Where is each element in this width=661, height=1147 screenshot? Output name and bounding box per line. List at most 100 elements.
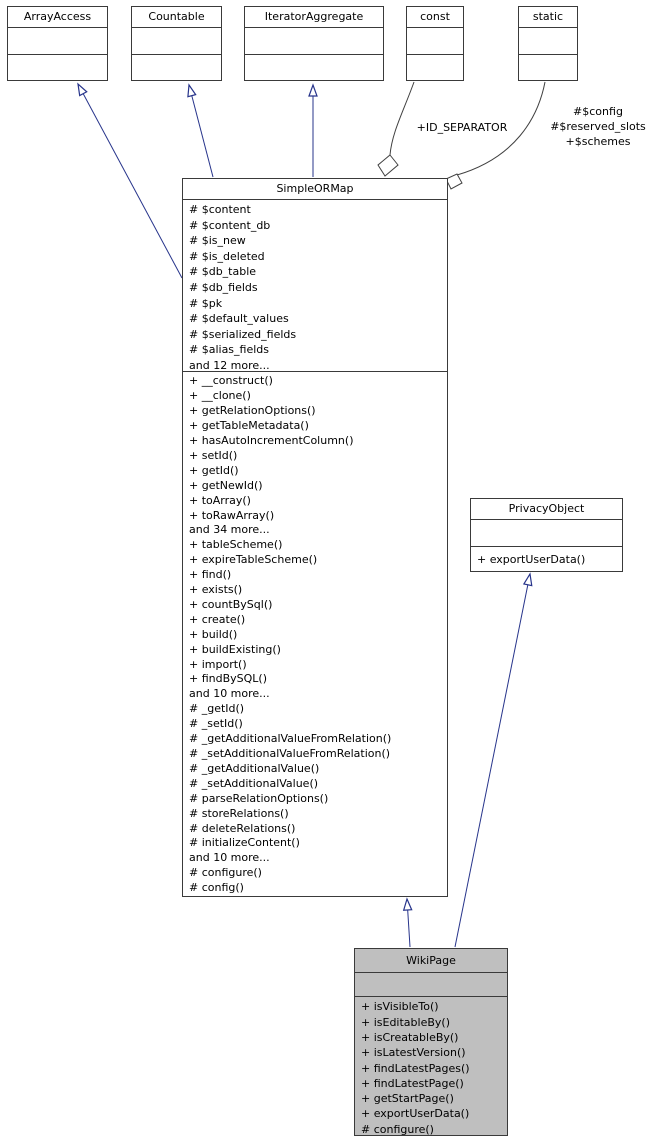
method-line: # configure() (361, 1122, 434, 1135)
method-line: # _setAdditionalValue() (189, 776, 319, 790)
attributes-compartment: # $content # $content_db # $is_new# $is_de… (183, 200, 447, 373)
attributes-compartment-empty (471, 520, 622, 547)
class-node-privacyobject[interactable]: PrivacyObject + exportUserData() (470, 498, 623, 572)
method-line: + findLatestPage() (361, 1076, 464, 1090)
inheritance-edge-simpleormap-arrayaccess (77, 82, 183, 279)
method-line: + findLatestPages() (361, 1061, 470, 1075)
class-node-const: const (406, 6, 464, 81)
method-line: + __construct() (189, 374, 273, 388)
method-line: # _getAdditionalValue() (189, 761, 320, 775)
method-line: and 10 more... (189, 851, 270, 865)
class-title-countable: Countable (132, 7, 221, 28)
attribute-line: # $pk (189, 296, 223, 310)
method-line: + hasAutoIncrementColumn() (189, 433, 354, 447)
class-title-const: const (407, 7, 463, 28)
class-title-simpleormap: SimpleORMap (183, 179, 447, 200)
method-line: + import() (189, 657, 247, 671)
method-line: + getTableMetadata() (189, 419, 309, 433)
method-line: # _setAdditionalValueFromRelation() (189, 747, 391, 760)
class-node-static: static (518, 6, 578, 81)
method-line: + toArray() (189, 493, 251, 507)
attribute-line: # $db_fields (189, 280, 258, 294)
methods-compartment-empty (8, 55, 107, 80)
method-line: + expireTableScheme() (189, 553, 318, 567)
methods-compartment: + isVisibleTo()+ isEditableBy()+ isCreat… (355, 997, 507, 1135)
methods-compartment: + __construct()+ __clone()+ getRelationO… (183, 372, 447, 896)
method-line: # _getId() (189, 702, 245, 716)
method-line: + countBySql() (189, 597, 273, 611)
method-line: + build() (189, 627, 238, 641)
edge-label-line: #$config (573, 105, 623, 118)
attributes-compartment-empty (245, 28, 383, 56)
method-line: and 10 more... (189, 687, 270, 701)
class-title-arrayaccess: ArrayAccess (8, 7, 107, 28)
edge-label-line: +$schemes (565, 135, 631, 148)
attribute-line: # $alias_fields (189, 343, 270, 357)
attributes-compartment-empty (132, 28, 221, 56)
class-node-arrayaccess[interactable]: ArrayAccess (7, 6, 108, 81)
class-title-wikipage: WikiPage (355, 949, 507, 973)
edge-label-static-members: #$config #$reserved_slots +$schemes (538, 104, 658, 149)
attribute-line: and 12 more... (189, 358, 270, 372)
class-node-countable[interactable]: Countable (131, 6, 222, 81)
usage-edge-const-simpleormap (389, 81, 415, 156)
class-node-simpleormap[interactable]: SimpleORMap # $content # $content_db # $is… (182, 178, 448, 897)
method-line: + findBySQL() (189, 672, 268, 686)
edge-label-line: #$reserved_slots (550, 120, 646, 133)
method-line: and 34 more... (189, 523, 270, 537)
method-line: + create() (189, 612, 246, 626)
edge-label-id-separator: +ID_SEPARATOR (416, 121, 508, 134)
methods-compartment-empty (132, 55, 221, 80)
attribute-line: # $content_db (189, 218, 271, 232)
methods-compartment: + exportUserData() (471, 547, 622, 571)
inheritance-edge-simpleormap-countable (187, 83, 214, 178)
method-line: # configure() (189, 866, 262, 880)
class-title-static: static (519, 7, 577, 28)
attributes-compartment-empty (519, 28, 577, 56)
attribute-line: # $is_new (189, 234, 246, 248)
attributes-compartment-empty (407, 28, 463, 56)
method-line: + getId() (189, 463, 239, 477)
aggregation-diamond-static (445, 173, 463, 190)
method-line: # deleteRelations() (189, 821, 296, 835)
inheritance-edge-wikipage-privacyobject (454, 572, 533, 948)
method-line: + isEditableBy() (361, 1015, 450, 1029)
method-line: + exportUserData() (361, 1107, 470, 1121)
method-line: + tableScheme() (189, 538, 283, 552)
method-line: + __clone() (189, 389, 251, 403)
aggregation-diamond-const (377, 154, 399, 177)
attribute-line: # $is_deleted (189, 249, 265, 263)
method-line: # parseRelationOptions() (189, 791, 329, 805)
class-title-privacyobject: PrivacyObject (471, 499, 622, 520)
methods-compartment-empty (245, 55, 383, 80)
attribute-line: # $default_values (189, 312, 289, 326)
class-node-iteratoraggregate[interactable]: IteratorAggregate (244, 6, 384, 81)
attributes-compartment-empty (355, 973, 507, 998)
class-node-wikipage: WikiPage + isVisibleTo()+ isEditableBy()… (354, 948, 508, 1136)
methods-compartment-empty (407, 55, 463, 80)
method-line: + getRelationOptions() (189, 404, 316, 418)
method-line: # initializeContent() (189, 836, 300, 850)
method-line: + isVisibleTo() (361, 1000, 439, 1014)
attribute-line: # $serialized_fields (189, 327, 297, 341)
method-line: + toRawArray() (189, 508, 275, 522)
inheritance-edge-wikipage-simpleormap (402, 897, 413, 948)
class-title-iteratoraggregate: IteratorAggregate (245, 7, 383, 28)
attributes-compartment-empty (8, 28, 107, 56)
method-line: + exists() (189, 583, 243, 597)
method-line: + getNewId() (189, 478, 263, 492)
method-line: + buildExisting() (189, 642, 281, 656)
method-line: + exportUserData() (477, 552, 586, 566)
method-line: + isCreatableBy() (361, 1030, 459, 1044)
methods-compartment-empty (519, 55, 577, 80)
method-line: # _setId() (189, 717, 243, 731)
attribute-line: # $db_table (189, 265, 257, 279)
method-line: + setId() (189, 448, 238, 462)
method-line: # config() (189, 881, 244, 895)
method-line: + find() (189, 568, 232, 582)
method-line: # _getAdditionalValueFromRelation() (189, 732, 392, 746)
method-line: + isLatestVersion() (361, 1046, 466, 1060)
method-line: # storeRelations() (189, 806, 289, 820)
attribute-line: # $content (189, 203, 251, 216)
